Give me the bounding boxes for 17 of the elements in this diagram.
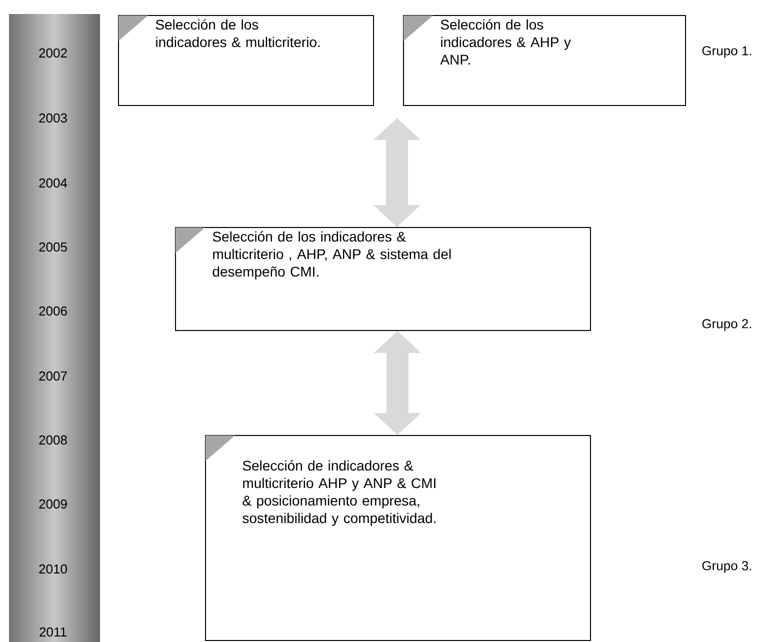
text-box: Selección de los indicadores & AHP y ANP. [403, 15, 686, 106]
text-box: Selección de indicadores & multicriterio AHP y ANP & CMI & posicionamiento empresa, sostenibilidad y competitividad. [205, 435, 591, 641]
year-label: 2011 [40, 627, 66, 637]
year-label: 2010 [39, 564, 67, 574]
year-label: 2002 [39, 48, 67, 58]
year-label: 2004 [39, 178, 68, 188]
text-box: Selección de los indicadores & multicriterio. [118, 15, 374, 106]
text-box: Selección de los indicadores & multicriterio , AHP, ANP & sistema del desempeño CMI. [175, 227, 591, 331]
year-label: 2009 [39, 499, 67, 509]
group-label: Grupo 2. [702, 319, 752, 331]
year-label: 2006 [39, 306, 67, 316]
year-label: 2007 [39, 371, 67, 381]
year-label: 2003 [39, 113, 67, 123]
year-label: 2005 [39, 242, 67, 252]
group-label: Grupo 1. [702, 46, 752, 58]
year-label: 2008 [39, 435, 67, 445]
group-label: Grupo 3. [702, 561, 752, 573]
